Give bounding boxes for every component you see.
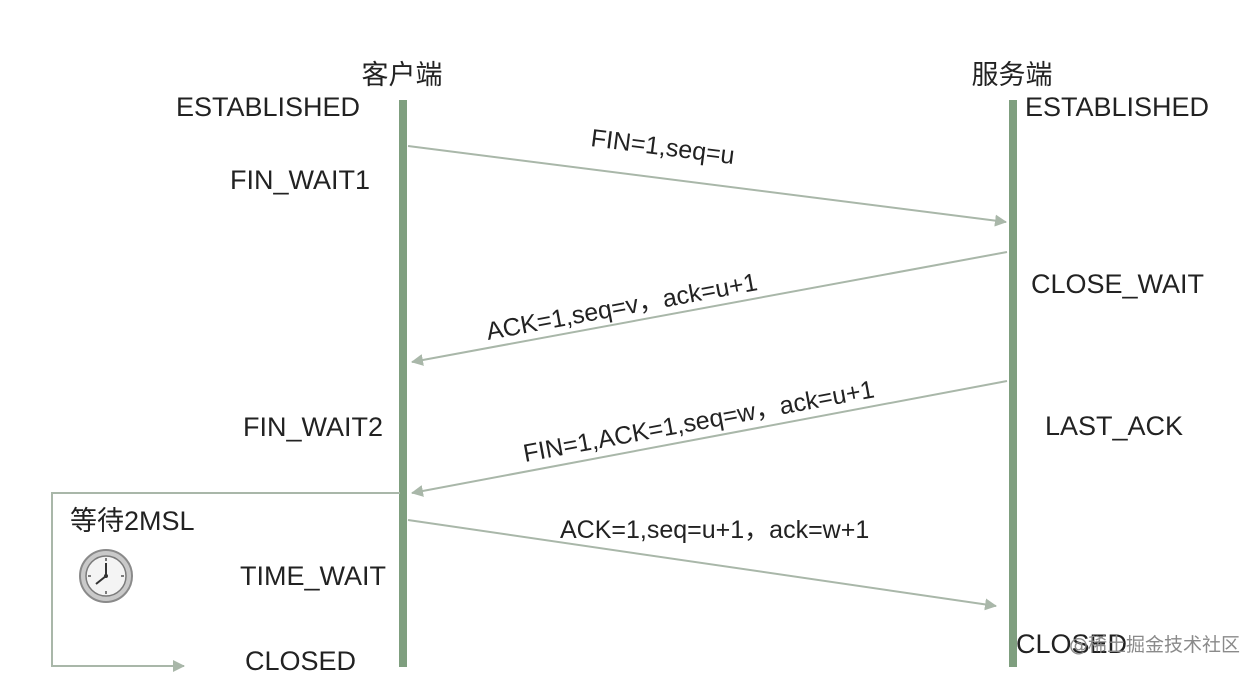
wait-2msl-bracket <box>51 492 400 672</box>
client-state-fin-wait1: FIN_WAIT1 <box>230 165 370 195</box>
message-label-fin: FIN=1,seq=u <box>589 124 736 170</box>
clock-icon <box>79 549 133 603</box>
wait-2msl-label: 等待2MSL <box>70 506 195 536</box>
server-title: 服务端 <box>972 60 1053 90</box>
client-title: 客户端 <box>362 60 443 90</box>
client-state-fin-wait2: FIN_WAIT2 <box>243 412 383 442</box>
client-state-time-wait: TIME_WAIT <box>240 561 386 591</box>
message-label-ack: ACK=1,seq=v，ack=u+1 <box>484 268 760 346</box>
server-state-established: ESTABLISHED <box>1025 92 1209 122</box>
server-state-closed: CLOSED <box>1016 629 1127 659</box>
message-arrow-ack <box>411 251 1008 366</box>
client-state-closed: CLOSED <box>245 646 356 675</box>
client-state-established: ESTABLISHED <box>176 92 360 122</box>
server-state-close-wait: CLOSE_WAIT <box>1031 269 1204 299</box>
message-arrow-final-ack <box>407 519 997 611</box>
watermark-text: @稀土掘金技术社区 <box>1069 634 1240 656</box>
message-arrow-fin-ack <box>411 380 1008 497</box>
message-label-fin-ack: FIN=1,ACK=1,seq=w，ack=u+1 <box>521 375 877 467</box>
message-arrow-fin <box>407 145 1007 227</box>
server-state-last-ack: LAST_ACK <box>1045 411 1183 441</box>
message-label-final-ack: ACK=1,seq=u+1，ack=w+1 <box>560 516 869 544</box>
